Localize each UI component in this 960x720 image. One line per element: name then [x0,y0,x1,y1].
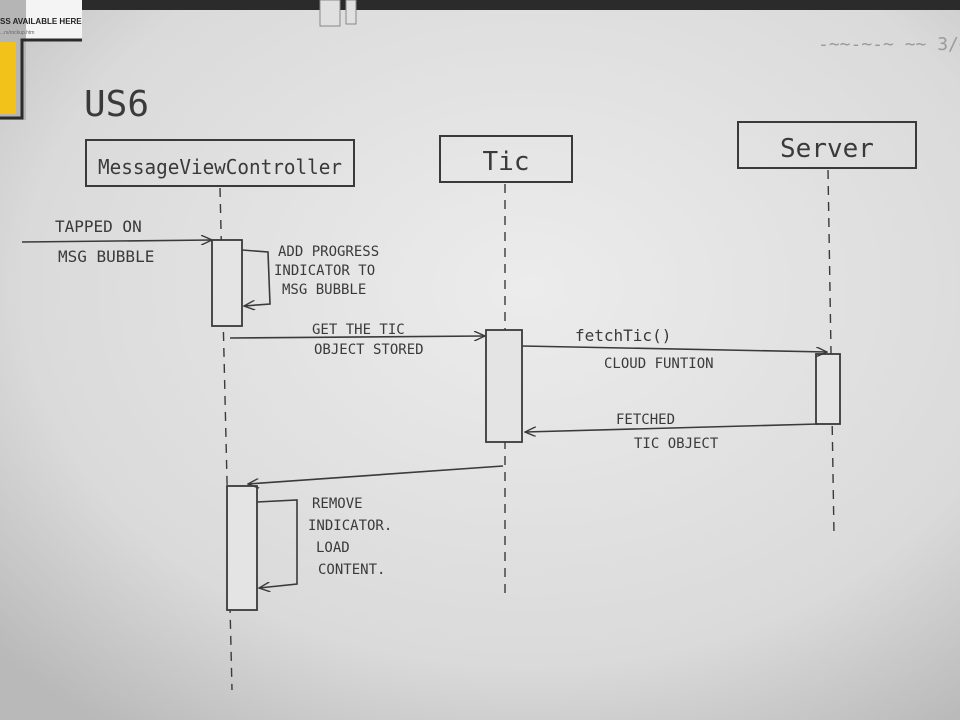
activation-server [815,353,841,425]
participant-server: Server [737,121,917,169]
participant-tic: Tic [439,135,573,183]
activation-tic [485,329,523,443]
arrow-fetch [521,345,827,352]
label-remove-1: REMOVE [312,496,363,512]
participant-label: MessageViewController [98,155,342,179]
label-remove-2: INDICATOR. [308,518,392,534]
posted-notice: SS AVAILABLE HERE ...rs/rockup.htm [0,0,82,120]
label-get-tic-1: GET THE TIC [312,322,405,338]
arrow-self-add-progress [241,249,271,306]
label-add-progress-3: MSG BUBBLE [282,282,366,298]
arrow-fetched [525,423,819,432]
label-get-tic-2: OBJECT STORED [314,342,424,358]
yellow-sticker [0,42,16,114]
label-add-progress-2: INDICATOR TO [274,263,375,279]
participant-message-view-controller: MessageViewController [85,139,355,187]
label-fetched-2: TIC OBJECT [634,436,719,452]
activation-controller-1 [211,239,243,327]
label-tapped-1: TAPPED ON [55,217,142,236]
label-remove-3: LOAD [316,540,350,556]
label-fetch-1: fetchTic() [575,326,671,345]
label-fetch-2: CLOUD FUNTION [604,356,714,372]
arrow-self-remove [256,499,298,588]
label-tapped-2: MSG BUBBLE [58,247,154,266]
arrow-tapped [21,240,212,242]
lifeline-server [827,169,835,536]
notice-url: ...rs/rockup.htm [0,30,34,36]
arrow-return [248,465,504,484]
faint-scribble: -~~-~-~ ~~ 3/~ [818,34,960,55]
label-remove-4: CONTENT. [318,562,385,578]
participant-label: Server [780,134,874,164]
board-frame [0,0,960,27]
arrow-get-tic [229,336,485,338]
label-add-progress-1: ADD PROGRESS [278,244,379,260]
activation-controller-2 [226,485,258,611]
diagram-title: US6 [84,84,149,125]
label-fetched-1: FETCHED [616,412,675,428]
notice-text: SS AVAILABLE HERE [0,17,82,26]
participant-label: Tic [483,147,530,177]
